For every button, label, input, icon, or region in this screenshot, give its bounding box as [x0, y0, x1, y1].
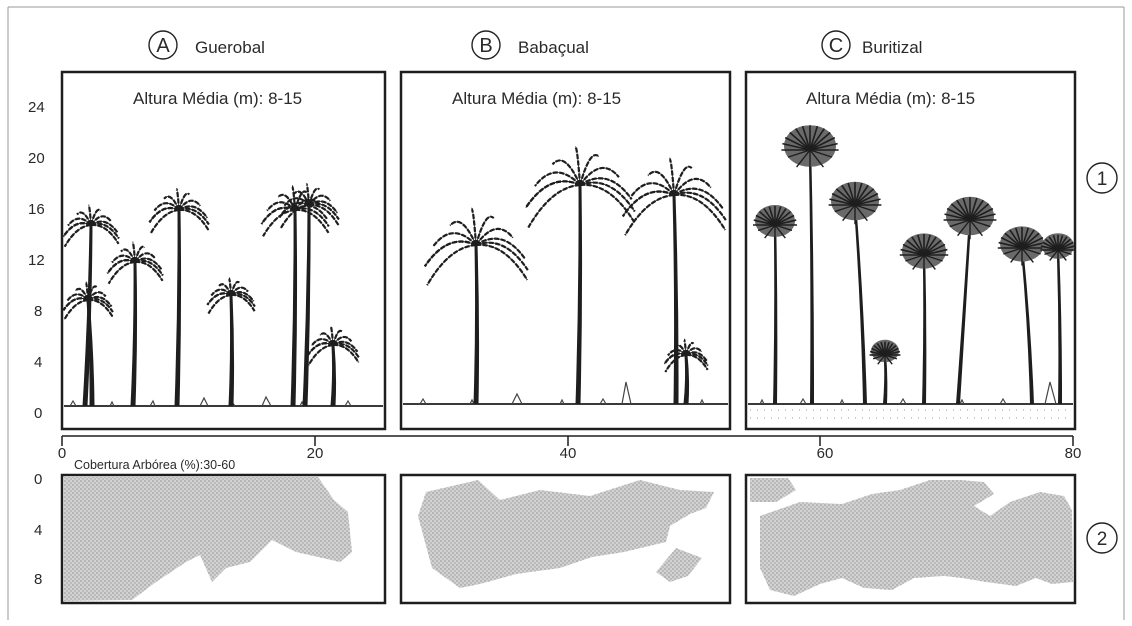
row-marker-1: 1 — [1087, 163, 1117, 193]
panel-name-b: Babaçual — [518, 38, 589, 57]
height-label-a: Altura Média (m): 8-15 — [133, 89, 302, 108]
row-marker-2-label: 2 — [1097, 529, 1108, 550]
row-marker-2: 2 — [1087, 523, 1117, 553]
y-tick-0: 0 — [34, 405, 42, 422]
cover-tick-0: 0 — [34, 471, 42, 488]
panel-title-b: B Babaçual — [472, 31, 589, 59]
panel-title-a: A Guerobal — [149, 31, 265, 59]
x-tick-80: 80 — [1065, 445, 1082, 462]
y-tick-24: 24 — [28, 99, 45, 116]
cover-tick-8: 8 — [34, 571, 42, 588]
y-tick-16: 16 — [28, 201, 45, 218]
height-label-c: Altura Média (m): 8-15 — [806, 89, 975, 108]
cover-tick-4: 4 — [34, 522, 42, 539]
panel-name-a: Guerobal — [195, 38, 265, 57]
panel-letter-b: B — [479, 35, 492, 57]
cover-y-axis: 0 4 8 — [34, 471, 42, 588]
panel-letter-c: C — [829, 35, 843, 57]
y-tick-4: 4 — [34, 354, 42, 371]
profile-y-axis: 24 20 16 12 8 4 0 — [28, 99, 45, 422]
x-tick-20: 20 — [307, 445, 324, 462]
profile-box-b — [401, 72, 730, 429]
panel-name-c: Buritizal — [862, 38, 922, 57]
cover-label: Cobertura Arbórea (%):30-60 — [74, 458, 235, 472]
y-tick-20: 20 — [28, 150, 45, 167]
x-tick-40: 40 — [560, 445, 577, 462]
x-tick-60: 60 — [817, 445, 834, 462]
height-label-b: Altura Média (m): 8-15 — [452, 89, 621, 108]
profile-box-a — [62, 72, 385, 429]
y-tick-12: 12 — [28, 252, 45, 269]
x-tick-0: 0 — [58, 445, 66, 462]
y-tick-8: 8 — [34, 303, 42, 320]
row-marker-1-label: 1 — [1097, 169, 1108, 190]
panel-letter-a: A — [156, 35, 170, 57]
panel-title-c: C Buritizal — [822, 31, 922, 59]
